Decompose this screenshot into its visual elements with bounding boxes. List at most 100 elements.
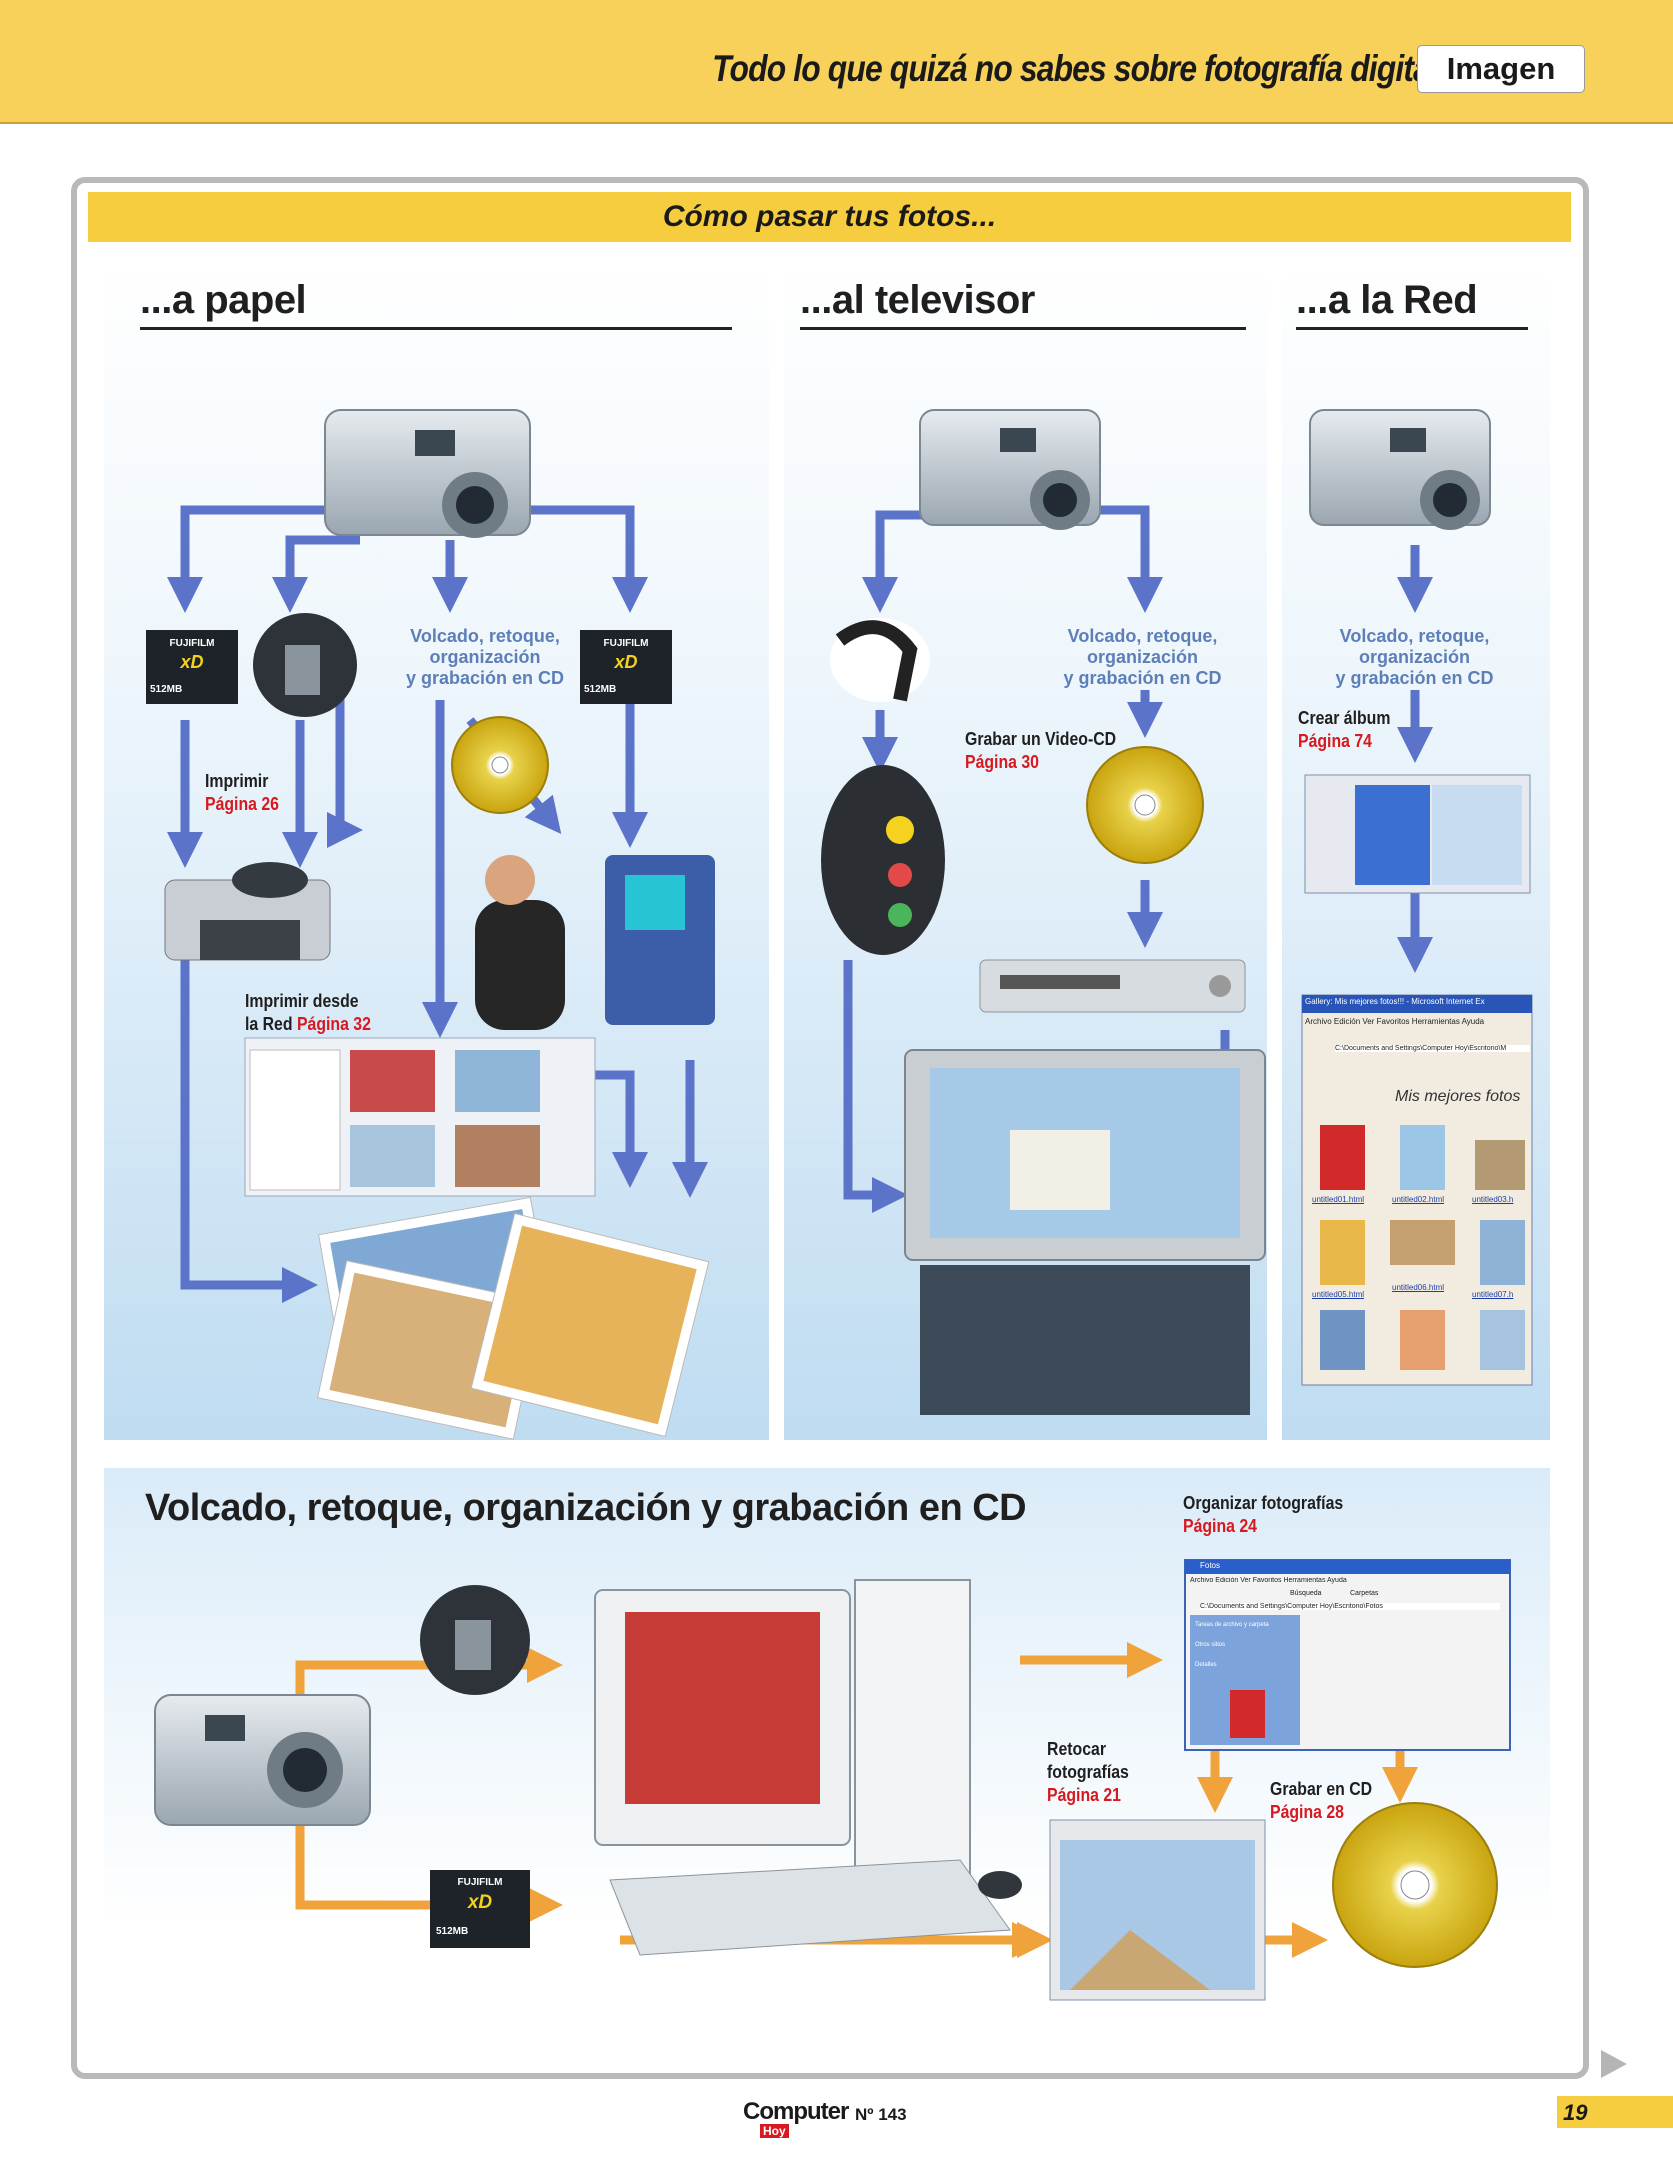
- flow-label-line: Volcado, retoque,: [1339, 626, 1490, 646]
- menu-item[interactable]: Ver: [1240, 1577, 1251, 1584]
- memory-card-logo: xD: [467, 1892, 493, 1913]
- caption-label: Crear álbum: [1298, 708, 1391, 728]
- menu-item[interactable]: Ayuda: [1327, 1577, 1347, 1584]
- dvd-player-icon: [979, 959, 1246, 1013]
- caption-label: Organizar fotografías: [1183, 1493, 1344, 1513]
- menu-item[interactable]: Archivo: [1190, 1577, 1214, 1584]
- explorer-menu: Archivo Edición Ver Favoritos Herramient…: [1190, 1577, 1505, 1584]
- caption-label: Retocar: [1047, 1739, 1106, 1759]
- menu-item[interactable]: Edición: [1333, 1017, 1361, 1026]
- flow-label-volcado: Volcado, retoque, organización y grabaci…: [1055, 626, 1230, 689]
- camera-icon: [154, 1694, 371, 1826]
- memory-card-size: 512MB: [436, 1926, 469, 1937]
- menu-item[interactable]: Herramientas: [1283, 1577, 1326, 1584]
- online-print-window-icon: [244, 1037, 596, 1197]
- photo-editor-window-icon: [1049, 1819, 1266, 2001]
- menu-item[interactable]: Archivo: [1305, 1017, 1332, 1026]
- caption-retocar: Retocar fotografías Página 21: [1047, 1738, 1129, 1807]
- flow-label-line: Volcado, retoque,: [1067, 626, 1218, 646]
- cable-icon: [830, 618, 930, 702]
- memory-card-icon: [430, 1870, 530, 1948]
- cd-icon: [1086, 746, 1204, 864]
- section-tab: Imagen: [1417, 45, 1585, 93]
- caption-page: Página 32: [296, 1014, 371, 1034]
- caption-page: Página 30: [965, 752, 1039, 772]
- magazine-logo-sub: Hoy: [760, 2124, 789, 2138]
- menu-item[interactable]: Favoritos: [1252, 1577, 1282, 1584]
- web-album-link[interactable]: untitled05.html: [1312, 1290, 1365, 1299]
- flow-label-line: Volcado, retoque,: [410, 626, 560, 646]
- caption-page: Página 26: [205, 794, 279, 814]
- caption-page: Página 24: [1183, 1516, 1257, 1536]
- task-pane-item[interactable]: Detalles: [1195, 1662, 1217, 1668]
- camera-icon: [1309, 409, 1491, 530]
- web-album-address-field[interactable]: C:\Documents and Settings\Computer Hoy\E…: [1335, 1045, 1530, 1052]
- menu-item[interactable]: Herramientas: [1411, 1017, 1460, 1026]
- flow-label-volcado: Volcado, retoque, organización y grabaci…: [1327, 626, 1502, 689]
- explorer-folders-button[interactable]: Carpetas: [1350, 1590, 1378, 1597]
- memory-card-brand: FUJIFILM: [457, 1877, 503, 1888]
- caption-label: la Red: [245, 1014, 293, 1034]
- menu-item[interactable]: Favoritos: [1376, 1017, 1410, 1026]
- camera-icon: [324, 409, 531, 538]
- web-album-window-icon: [1301, 994, 1533, 1386]
- section-heading-volcado: Volcado, retoque, organización y grabaci…: [145, 1487, 1027, 1529]
- explorer-window-icon: [1184, 1559, 1511, 1751]
- web-album-link[interactable]: untitled03.h: [1472, 1195, 1514, 1204]
- task-pane-item[interactable]: Otros sitios: [1195, 1642, 1226, 1648]
- flow-label-line: organización: [1358, 647, 1470, 667]
- section-heading-televisor: ...al televisor: [800, 278, 1246, 330]
- printed-photos-icon: [317, 1196, 710, 1440]
- page-title: Todo lo que quizá no sabes sobre fotogra…: [712, 48, 1439, 89]
- explorer-address-field[interactable]: C:\Documents and Settings\Computer Hoy\E…: [1200, 1603, 1500, 1610]
- web-album-link[interactable]: untitled07.h: [1472, 1290, 1514, 1299]
- menu-item[interactable]: Ver: [1362, 1017, 1375, 1026]
- folders-label: Carpetas: [1350, 1590, 1379, 1597]
- page-number-box: [1557, 2096, 1673, 2128]
- banner-title: Cómo pasar tus fotos...: [88, 192, 1571, 242]
- caption-crear-album: Crear álbum Página 74: [1298, 707, 1390, 753]
- caption-page: Página 28: [1270, 1802, 1344, 1822]
- memory-card-brand: FUJIFILM: [603, 638, 649, 649]
- printer-icon: [164, 862, 331, 961]
- web-album-link[interactable]: untitled02.html: [1392, 1195, 1445, 1204]
- magazine-logo: Computer: [743, 2098, 849, 2125]
- album-software-window-icon: [1304, 774, 1531, 894]
- caption-imprimir-red: Imprimir desde la Red Página 32: [245, 990, 371, 1036]
- menu-item[interactable]: Ayuda: [1461, 1017, 1485, 1026]
- av-connector-icon: [821, 765, 945, 955]
- web-album-title-bar: Gallery: Mis mejores fotos!!! - Microsof…: [1305, 997, 1485, 1006]
- caption-grabar-cd: Grabar en CD Página 28: [1270, 1778, 1372, 1824]
- web-album-heading: Mis mejores fotos: [1395, 1088, 1521, 1105]
- flow-label-line: y grabación en CD: [405, 668, 565, 688]
- card-reader-icon: [420, 1585, 530, 1695]
- camera-icon: [919, 409, 1101, 530]
- memory-card-logo: xD: [614, 652, 638, 672]
- papel-arrows: [167, 505, 708, 1303]
- web-album-link[interactable]: untitled01.html: [1312, 1195, 1365, 1204]
- memory-card-size: 512MB: [150, 684, 183, 695]
- cd-icon: [451, 716, 549, 814]
- task-pane-item[interactable]: Tareas de archivo y carpeta: [1195, 1622, 1269, 1628]
- flow-label-line: organización: [1086, 647, 1198, 667]
- web-album-link[interactable]: untitled06.html: [1392, 1283, 1445, 1292]
- issue-number: Nº 143: [855, 2105, 907, 2124]
- section-heading-red: ...a la Red: [1296, 278, 1528, 330]
- photo-kiosk-icon: [475, 855, 715, 1030]
- web-album-menu: Archivo Edición Ver Favoritos Herramient…: [1305, 1017, 1530, 1026]
- explorer-title-bar: Fotos: [1200, 1561, 1221, 1570]
- explorer-task-pane: Tareas de archivo y carpeta Otros sitios…: [1195, 1622, 1295, 1668]
- caption-organizar: Organizar fotografías Página 24: [1183, 1492, 1343, 1538]
- flow-label-line: y grabación en CD: [1063, 668, 1222, 688]
- memory-card-logo: xD: [180, 652, 204, 672]
- explorer-search-button[interactable]: Búsqueda: [1290, 1590, 1322, 1597]
- flow-label-volcado: Volcado, retoque, organización y grabaci…: [400, 626, 570, 689]
- menu-item[interactable]: Edición: [1215, 1577, 1239, 1584]
- memory-card-icon: [146, 630, 672, 704]
- caption-label: Imprimir: [205, 771, 269, 791]
- caption-page: Página 21: [1047, 1785, 1121, 1805]
- caption-page: Página 74: [1298, 731, 1372, 751]
- section-heading-papel: ...a papel: [140, 278, 732, 330]
- memory-card-size: 512MB: [584, 684, 617, 695]
